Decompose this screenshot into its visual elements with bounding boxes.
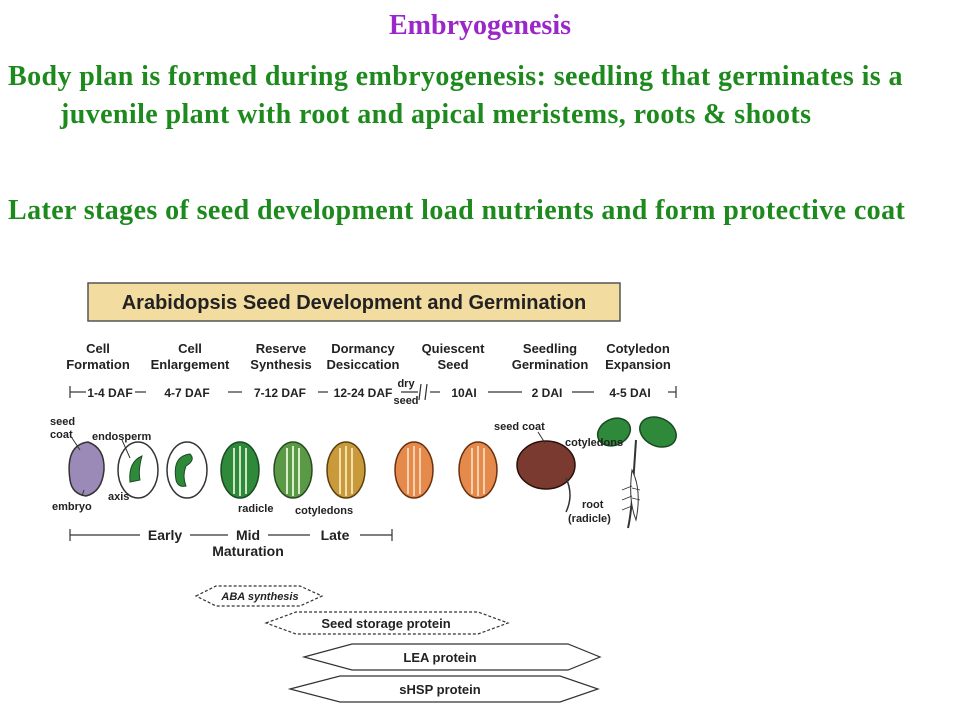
phase-mid: Mid [236, 527, 260, 543]
protein-bands: ABA synthesis Seed storage protein LEA p… [194, 585, 602, 703]
time-3: 7-12 DAF [254, 386, 306, 400]
band-aba [194, 585, 324, 607]
seed-late-2 [394, 441, 434, 499]
seed-quiescent [458, 441, 498, 499]
label-cotyledons-right: cotyledons [565, 437, 623, 449]
phase-maturation: Maturation [212, 543, 284, 559]
bullet-later-stages: Later stages of seed development load nu… [8, 195, 906, 226]
bullet-body-plan: Body plan is formed during embryogenesis… [8, 61, 903, 130]
seed-mid-2 [273, 441, 313, 499]
time-7: 4-5 DAI [609, 386, 650, 400]
label-root-radicle: (radicle) [568, 513, 611, 525]
stage-6-line2: Germination [512, 357, 589, 372]
diagram-banner [87, 282, 621, 322]
seed-mid-1 [220, 441, 260, 499]
stage-5-line1: Quiescent [422, 341, 486, 356]
time-4: 12-24 DAF [334, 386, 393, 400]
stage-4-line2: Desiccation [327, 357, 400, 372]
band-aba-text: ABA synthesis [220, 591, 298, 603]
phase-late: Late [321, 527, 350, 543]
label-endosperm: endosperm [92, 431, 152, 443]
label-axis: axis [108, 491, 129, 503]
stage-headers: Cell Formation Cell Enlargement Reserve … [66, 341, 671, 372]
time-6: 2 DAI [532, 386, 563, 400]
stage-6-line1: Seedling [523, 341, 577, 356]
stage-2-line2: Enlargement [151, 357, 230, 372]
phase-labels: Early Mid Late Maturation [148, 527, 350, 559]
seed-early-1 [117, 439, 159, 499]
time-axis [69, 383, 677, 401]
label-cotyledons: cotyledons [295, 505, 353, 517]
time-2: 4-7 DAF [164, 386, 209, 400]
label-seed-coat-right: seed coat [494, 421, 545, 433]
stage-7-line1: Cotyledon [606, 341, 670, 356]
dry-seed-line1: dry [397, 378, 415, 390]
seed-cell-formation [68, 437, 105, 497]
label-coat: coat [50, 429, 73, 441]
time-5: 10AI [451, 386, 476, 400]
label-root: root [582, 499, 604, 511]
label-radicle: radicle [238, 503, 273, 515]
band-seed-storage [264, 611, 510, 635]
diagram-banner-text: Arabidopsis Seed Development and Germina… [122, 292, 587, 314]
band-shsp [287, 675, 600, 703]
slide-title: Embryogenesis [389, 10, 571, 41]
stage-7-line2: Expansion [605, 357, 671, 372]
stage-3-line1: Reserve [256, 341, 307, 356]
stage-5-line2: Seed [437, 357, 468, 372]
seed-early-2 [166, 441, 208, 499]
phase-early: Early [148, 527, 182, 543]
phase-bar [69, 529, 393, 541]
stage-1-line1: Cell [86, 341, 110, 356]
label-embryo: embryo [52, 501, 92, 513]
time-1: 1-4 DAF [87, 386, 132, 400]
label-seed: seed [50, 416, 75, 428]
seedling [596, 416, 677, 529]
band-lea [301, 643, 602, 671]
stage-2-line1: Cell [178, 341, 202, 356]
seed-germinating [516, 431, 576, 513]
seed-row [68, 416, 677, 529]
seed-late-1 [326, 441, 366, 499]
band-lea-text: LEA protein [403, 650, 476, 665]
dry-seed-line2: seed [393, 395, 418, 407]
band-shsp-text: sHSP protein [399, 682, 480, 697]
time-labels: 1-4 DAF 4-7 DAF 7-12 DAF 12-24 DAF 10AI … [87, 378, 650, 407]
stage-3-line2: Synthesis [250, 357, 311, 372]
stage-1-line2: Formation [66, 357, 130, 372]
stage-4-line1: Dormancy [331, 341, 395, 356]
seed-labels: seed coat endosperm embryo axis radicle … [50, 416, 623, 525]
band-seed-storage-text: Seed storage protein [321, 616, 450, 631]
